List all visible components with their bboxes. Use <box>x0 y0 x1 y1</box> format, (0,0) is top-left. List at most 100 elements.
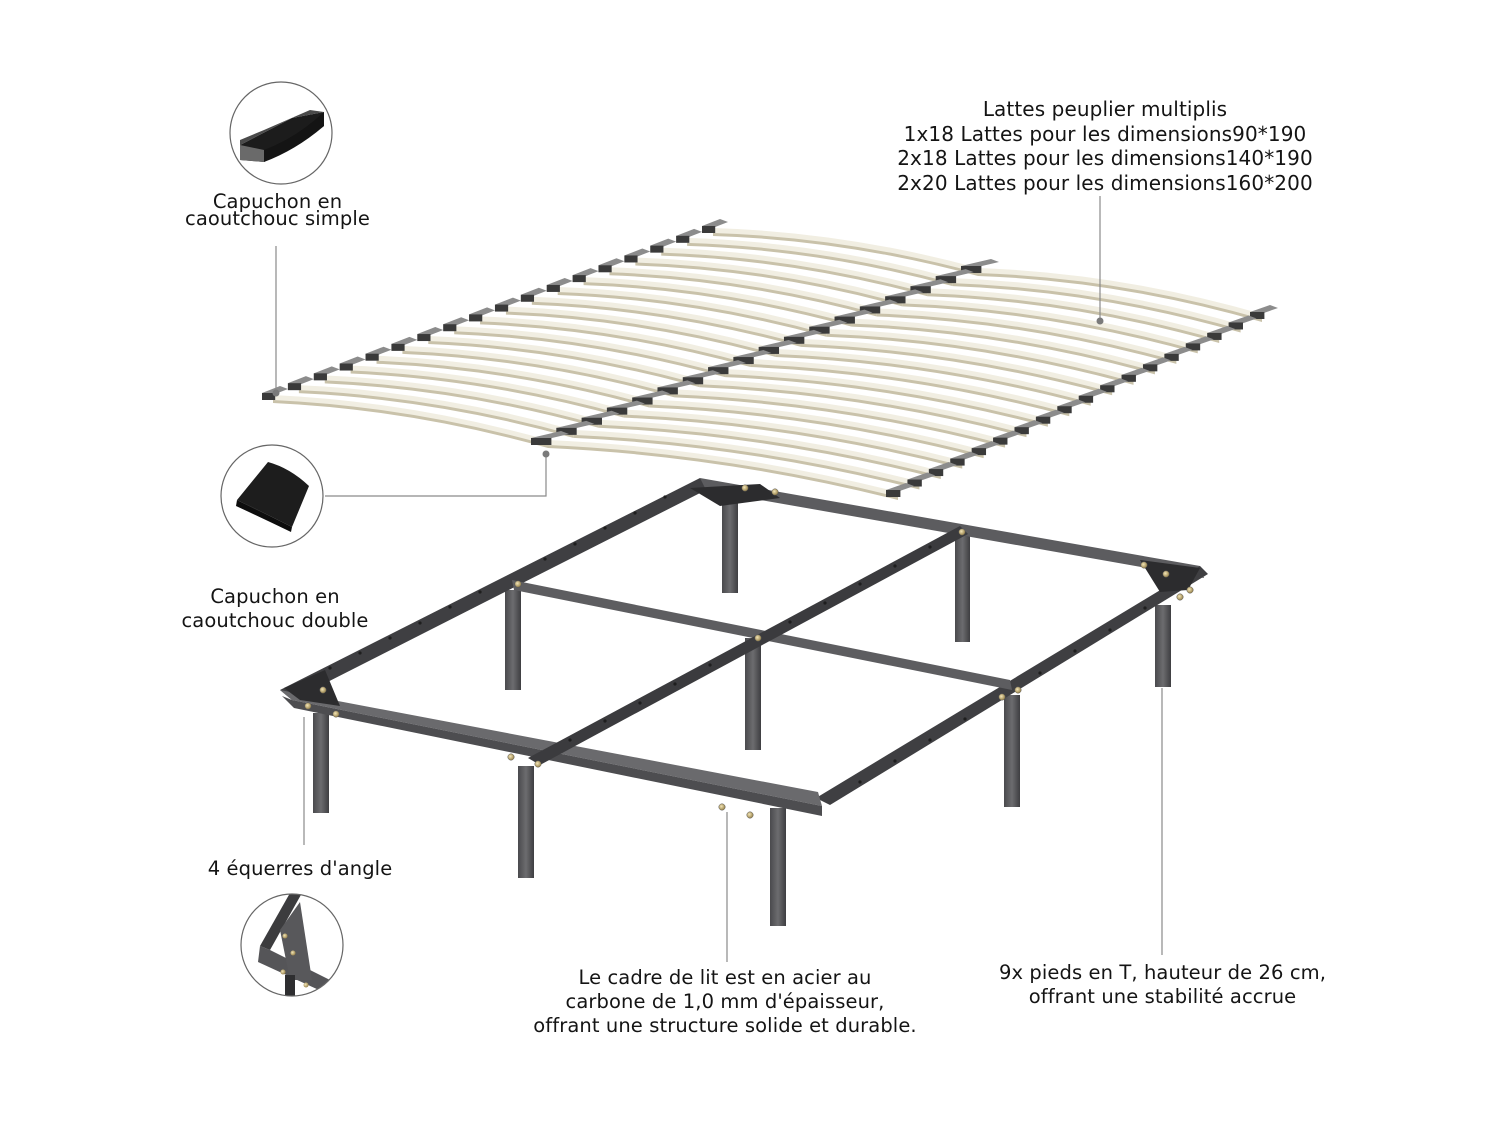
single-cap-left <box>339 356 366 371</box>
single-cap-right-front <box>1164 353 1179 361</box>
slat-right-top <box>598 419 941 477</box>
slat-left-edge <box>428 339 700 388</box>
slat-left-edge <box>661 250 928 297</box>
leg-back-mid <box>955 534 970 642</box>
single-cap-right-front <box>886 490 901 497</box>
leg-front-mid <box>518 766 534 878</box>
single-cap-left-front <box>494 304 509 312</box>
slat-left-top <box>713 228 978 273</box>
single-cap-left <box>702 219 728 233</box>
single-cap-right-front <box>1142 364 1158 372</box>
rail-center <box>528 526 968 765</box>
double-cap-middle <box>885 289 924 304</box>
double-cap-middle-front <box>682 377 704 385</box>
slat-left-edge <box>402 348 675 398</box>
slat <box>262 386 914 500</box>
callout-legs-line-1: 9x pieds en T, hauteur de 26 cm, <box>998 961 1327 984</box>
slat-right-top <box>750 359 1070 414</box>
slat-left-edge <box>713 231 978 276</box>
single-cap-right <box>1207 325 1236 340</box>
slat-left-top <box>505 306 776 354</box>
double-cap-middle <box>834 309 873 324</box>
double-cap-middle <box>961 259 999 273</box>
single-cap-left-front <box>676 235 690 243</box>
slat-left-edge <box>480 319 751 368</box>
double-cap-middle-front <box>885 296 906 304</box>
slat-left-edge <box>557 289 827 337</box>
slat <box>443 317 1064 427</box>
slat <box>313 366 957 480</box>
rail-right <box>816 566 1208 805</box>
slat-left-top <box>376 355 650 405</box>
callout-cap-simple: Capuchon en caoutchouc simple <box>165 192 390 230</box>
slat-right-top <box>927 288 1220 340</box>
single-cap-right-front <box>950 458 965 466</box>
single-cap-left-front <box>313 373 327 381</box>
slat <box>598 258 1193 364</box>
single-cap-left-front <box>469 314 483 322</box>
callout-frame-material: Le cadre de lit est en acier au carbone … <box>510 966 940 1038</box>
slat-right-top <box>851 318 1155 372</box>
double-cap-middle <box>758 339 797 354</box>
double-cap-middle <box>682 370 721 385</box>
slat-right-top <box>725 369 1048 424</box>
single-cap-right-front <box>1035 416 1051 424</box>
single-cap-left <box>494 297 521 312</box>
single-cap-right <box>993 430 1022 445</box>
single-cap-right <box>1164 346 1193 361</box>
slat-right-edge <box>826 331 1134 385</box>
slat-left-top <box>687 237 953 284</box>
slat-left-top <box>298 385 574 435</box>
slat-right-top <box>775 348 1091 403</box>
double-cap-middle <box>531 431 569 445</box>
double-cap-middle-front <box>632 397 653 405</box>
frame-bolts <box>304 484 1194 819</box>
double-cap-middle-front <box>783 336 805 344</box>
single-cap-left <box>391 336 418 351</box>
slat-right-top <box>826 328 1134 382</box>
callout-slats: Lattes peuplier multiplis 1x18 Lattes po… <box>880 97 1330 195</box>
slat <box>494 297 1107 406</box>
leg-front-right <box>770 808 786 926</box>
slat-right-edge <box>775 351 1091 406</box>
callout-legs: 9x pieds en T, hauteur de 26 cm, offrant… <box>975 961 1350 1009</box>
single-cap-left-front <box>443 324 457 332</box>
slat-right-edge <box>902 301 1198 354</box>
callout-corner-line-1: 4 équerres d'angle <box>207 857 393 880</box>
leg-mid-left <box>505 590 521 690</box>
callout-cap-simple-line-2: caoutchouc simple <box>185 207 370 230</box>
callout-cap-double-line-2: caoutchouc double <box>181 609 369 632</box>
double-cap-middle <box>733 350 772 365</box>
slat-left-edge <box>273 398 548 448</box>
slat-left-top <box>428 336 700 385</box>
slat-left-edge <box>687 240 953 287</box>
slat <box>624 248 1214 354</box>
slat-left-edge <box>298 388 574 438</box>
callout-slats-line-1: Lattes peuplier multiplis <box>982 97 1228 121</box>
detail-cap-simple <box>229 81 333 185</box>
double-cap-middle-front <box>758 346 780 354</box>
single-cap-left <box>287 376 314 391</box>
slat-right-edge <box>876 311 1177 364</box>
single-cap-left <box>572 268 599 283</box>
slat-right-edge <box>598 422 941 480</box>
slat-right-top <box>800 338 1113 393</box>
corner-bracket-back-left <box>690 484 780 506</box>
single-cap-left <box>676 228 703 243</box>
slat-right-top <box>902 298 1198 351</box>
slat-left-edge <box>376 358 650 408</box>
double-cap-middle-front <box>910 286 931 294</box>
callout-frame-line-3: offrant une structure solide et durable. <box>533 1014 917 1037</box>
single-cap-right-front <box>1228 322 1243 330</box>
slat-right-edge <box>750 362 1070 417</box>
double-cap-middle <box>556 420 595 435</box>
slat-left-edge <box>583 280 852 327</box>
single-cap-right <box>1228 315 1257 330</box>
single-cap-right <box>907 472 936 487</box>
single-cap-left-front <box>287 383 302 391</box>
single-cap-right <box>1035 409 1064 424</box>
slat-right-edge <box>674 392 1006 448</box>
single-cap-right <box>950 451 979 466</box>
single-cap-left-front <box>572 275 586 283</box>
slat-left-top <box>273 395 548 445</box>
